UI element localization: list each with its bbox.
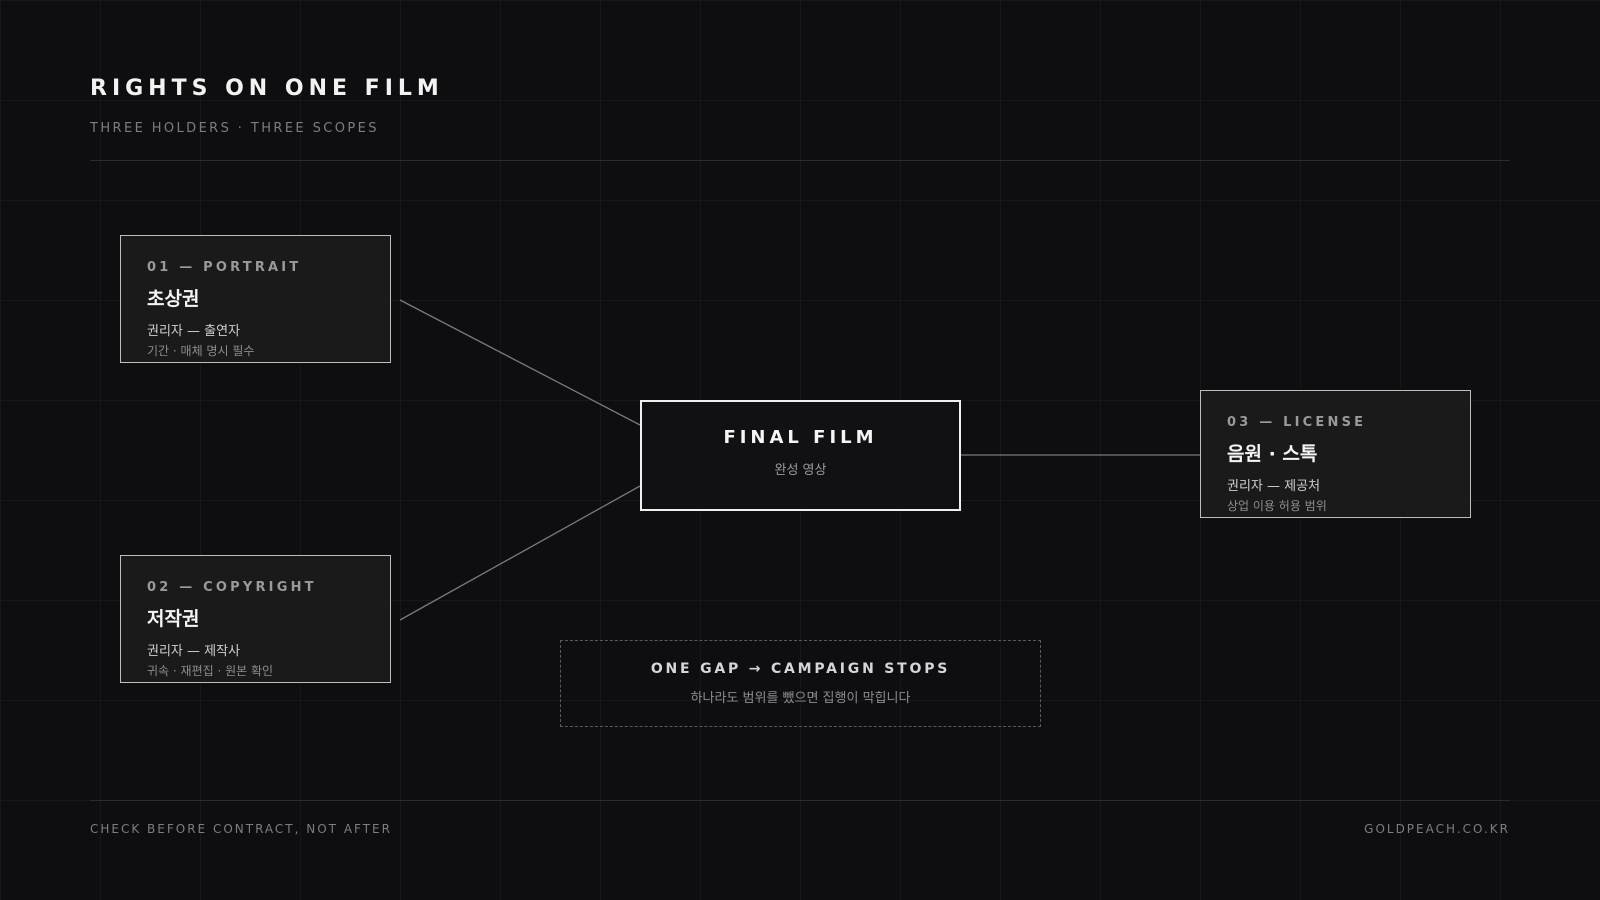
portrait-tag: 01 — PORTRAIT: [147, 260, 302, 275]
gap-warning-title: ONE GAP → CAMPAIGN STOPS: [650, 661, 951, 677]
copyright-holder: 권리자 — 제작사: [147, 644, 241, 659]
final-film-title: FINAL FILM: [723, 427, 878, 448]
portrait-title: 초상권: [147, 288, 200, 310]
page-title: RIGHTS ON ONE FILM: [90, 76, 444, 101]
copyright-tag: 02 — COPYRIGHT: [147, 580, 317, 595]
final-film-subtitle: 완성 영상: [774, 463, 827, 478]
footer-tagline: CHECK BEFORE CONTRACT, NOT AFTER: [90, 822, 392, 836]
license-title: 음원 · 스톡: [1227, 443, 1318, 465]
license-tag: 03 — LICENSE: [1227, 415, 1367, 430]
gap-warning-subtitle: 하나라도 범위를 뺐으면 집행이 막힙니다: [690, 691, 911, 706]
footer-site: GOLDPEACH.CO.KR: [1364, 822, 1510, 836]
portrait-holder: 권리자 — 출연자: [147, 324, 241, 339]
copyright-rights-box: 02 — COPYRIGHT 저작권 권리자 — 제작사 귀속 · 재편집 · …: [120, 555, 391, 683]
gap-warning-box: ONE GAP → CAMPAIGN STOPS 하나라도 범위를 뺐으면 집행…: [560, 640, 1041, 727]
portrait-note: 기간 · 매체 명시 필수: [147, 344, 255, 358]
connector-portrait-to-final: [399, 299, 641, 426]
copyright-title: 저작권: [147, 608, 200, 630]
license-holder: 권리자 — 제공처: [1227, 479, 1321, 494]
license-rights-box: 03 — LICENSE 음원 · 스톡 권리자 — 제공처 상업 이용 허용 …: [1200, 390, 1471, 518]
copyright-note: 귀속 · 재편집 · 원본 확인: [147, 664, 274, 678]
license-note: 상업 이용 허용 범위: [1227, 499, 1327, 513]
final-film-box: FINAL FILM 완성 영상: [640, 400, 961, 511]
portrait-rights-box: 01 — PORTRAIT 초상권 권리자 — 출연자 기간 · 매체 명시 필…: [120, 235, 391, 363]
page-subtitle: THREE HOLDERS · THREE SCOPES: [90, 121, 379, 136]
connector-copyright-to-final: [399, 485, 641, 621]
header-divider: [90, 160, 1510, 161]
footer-divider: [90, 800, 1510, 801]
